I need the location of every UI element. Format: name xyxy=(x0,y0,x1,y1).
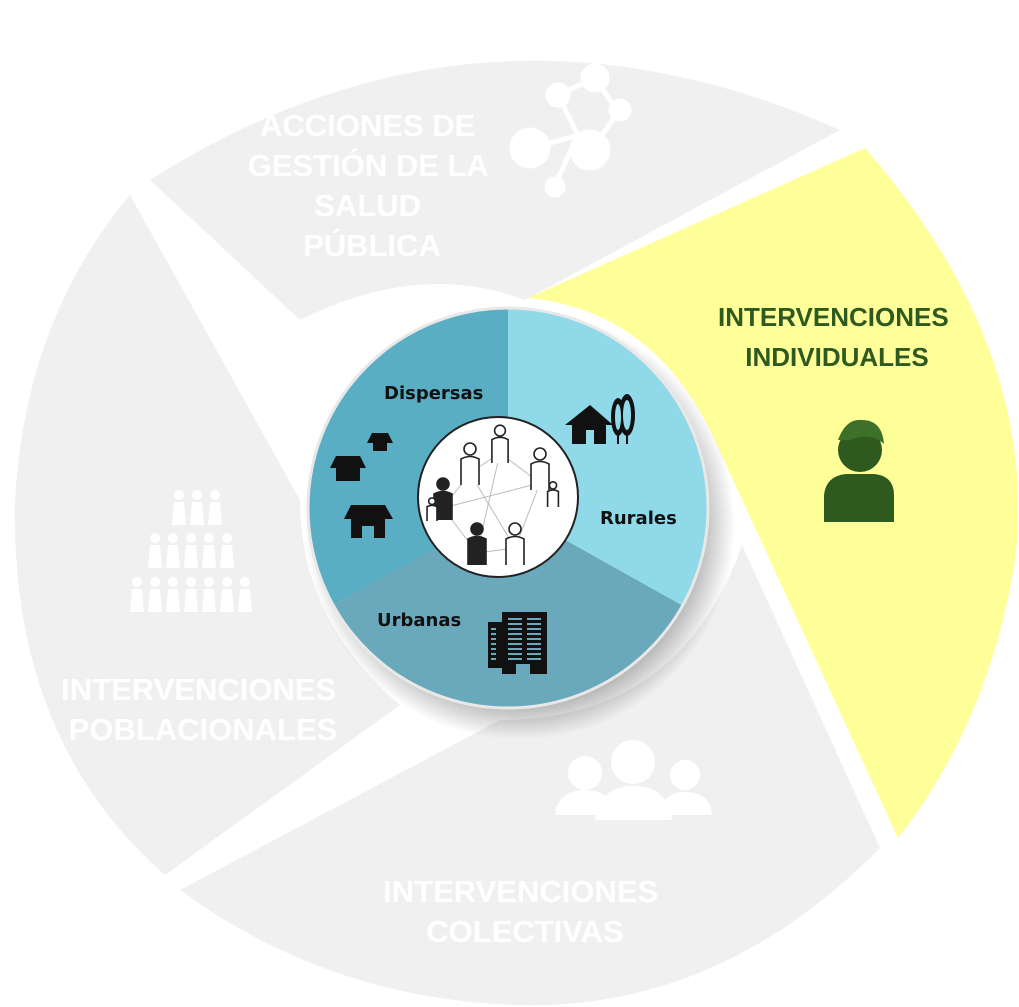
crowd-person xyxy=(168,577,178,587)
individuales-label: INTERVENCIONES INDIVIDUALES xyxy=(718,302,956,372)
crowd-person xyxy=(210,490,220,500)
building-window xyxy=(527,633,541,635)
building-window xyxy=(527,648,541,650)
segment-intervenciones-colectivas[interactable] xyxy=(180,545,880,1006)
crowd-person xyxy=(220,545,234,568)
community-person xyxy=(505,535,525,565)
community-person xyxy=(467,535,487,565)
crowd-person xyxy=(148,545,162,568)
crowd-person xyxy=(202,589,216,612)
zone-urbanas[interactable] xyxy=(280,508,720,720)
crowd-person xyxy=(240,577,250,587)
community-person xyxy=(508,522,522,536)
building-window xyxy=(491,638,496,640)
building-window xyxy=(508,633,522,635)
community-person xyxy=(546,489,560,507)
crowd-person xyxy=(202,545,216,568)
crowd-person xyxy=(166,545,180,568)
building-window xyxy=(527,658,541,660)
crowd-person xyxy=(148,589,162,612)
community-person xyxy=(426,504,438,521)
crowd-person xyxy=(238,589,252,612)
building-window xyxy=(508,623,522,625)
zone-rurales-label: Rurales xyxy=(600,508,677,529)
network-people-icon xyxy=(509,63,632,198)
community-person xyxy=(491,436,509,463)
zone-dispersas-label: Dispersas xyxy=(384,383,483,404)
building-window xyxy=(508,643,522,645)
crowd-person xyxy=(220,589,234,612)
crowd-person xyxy=(150,577,160,587)
crowd-person xyxy=(222,533,232,543)
crowd-person xyxy=(204,533,214,543)
crowd-person xyxy=(130,589,144,612)
crowd-person xyxy=(186,533,196,543)
building-window xyxy=(508,653,522,655)
huts-icon xyxy=(330,433,393,538)
community-person xyxy=(427,497,437,506)
community-link xyxy=(442,482,541,509)
community-person xyxy=(470,522,484,536)
building-window xyxy=(508,618,522,620)
center-circle: Dispersas Rurales Urbanas xyxy=(280,306,735,740)
building-window xyxy=(491,658,496,660)
building-window xyxy=(508,648,522,650)
crowd-person xyxy=(150,533,160,543)
community-person xyxy=(463,442,477,456)
community-person xyxy=(436,477,450,491)
crowd-person xyxy=(166,589,180,612)
segment-acciones-gestion[interactable] xyxy=(150,60,840,321)
community-person xyxy=(460,455,480,485)
building-window xyxy=(527,653,541,655)
community-person xyxy=(548,480,558,490)
building-window xyxy=(508,628,522,630)
crowd-person xyxy=(222,577,232,587)
building-window xyxy=(491,653,496,655)
building-window xyxy=(527,628,541,630)
building-window xyxy=(508,658,522,660)
crowd-person xyxy=(204,577,214,587)
crowd-person xyxy=(184,589,198,612)
building-window xyxy=(491,643,496,645)
building-window xyxy=(527,643,541,645)
house-trees-icon xyxy=(565,394,635,444)
crowd-person xyxy=(184,545,198,568)
community-people-icon xyxy=(426,424,560,565)
acciones-label: ACCIONES DE GESTIÓN DE LA SALUD PÚBLICA xyxy=(248,108,497,263)
crowd-person xyxy=(132,577,142,587)
poblacionales-label: INTERVENCIONES POBLACIONALES xyxy=(61,672,345,747)
building-window xyxy=(527,623,541,625)
community-person xyxy=(433,490,453,520)
building-window xyxy=(491,633,496,635)
crowd-person xyxy=(174,490,184,500)
segment-intervenciones-individuales[interactable] xyxy=(528,148,1019,838)
colectivas-label: INTERVENCIONES COLECTIVAS xyxy=(383,874,667,949)
crowd-person xyxy=(168,533,178,543)
group-icon xyxy=(555,740,712,820)
crowd-person xyxy=(190,502,204,525)
crowd-icon xyxy=(130,490,252,612)
community-link xyxy=(469,472,516,549)
person-icon xyxy=(824,419,894,522)
building-window xyxy=(527,638,541,640)
building-window xyxy=(527,618,541,620)
zone-urbanas-label: Urbanas xyxy=(377,610,461,631)
building-window xyxy=(491,648,496,650)
building-window xyxy=(508,638,522,640)
community-person xyxy=(530,460,550,490)
community-person xyxy=(493,424,507,437)
crowd-person xyxy=(186,577,196,587)
building-window xyxy=(491,628,496,630)
crowd-person xyxy=(172,502,186,525)
crowd-person xyxy=(192,490,202,500)
buildings-icon xyxy=(488,612,547,674)
crowd-person xyxy=(208,502,222,525)
community-person xyxy=(533,447,547,461)
